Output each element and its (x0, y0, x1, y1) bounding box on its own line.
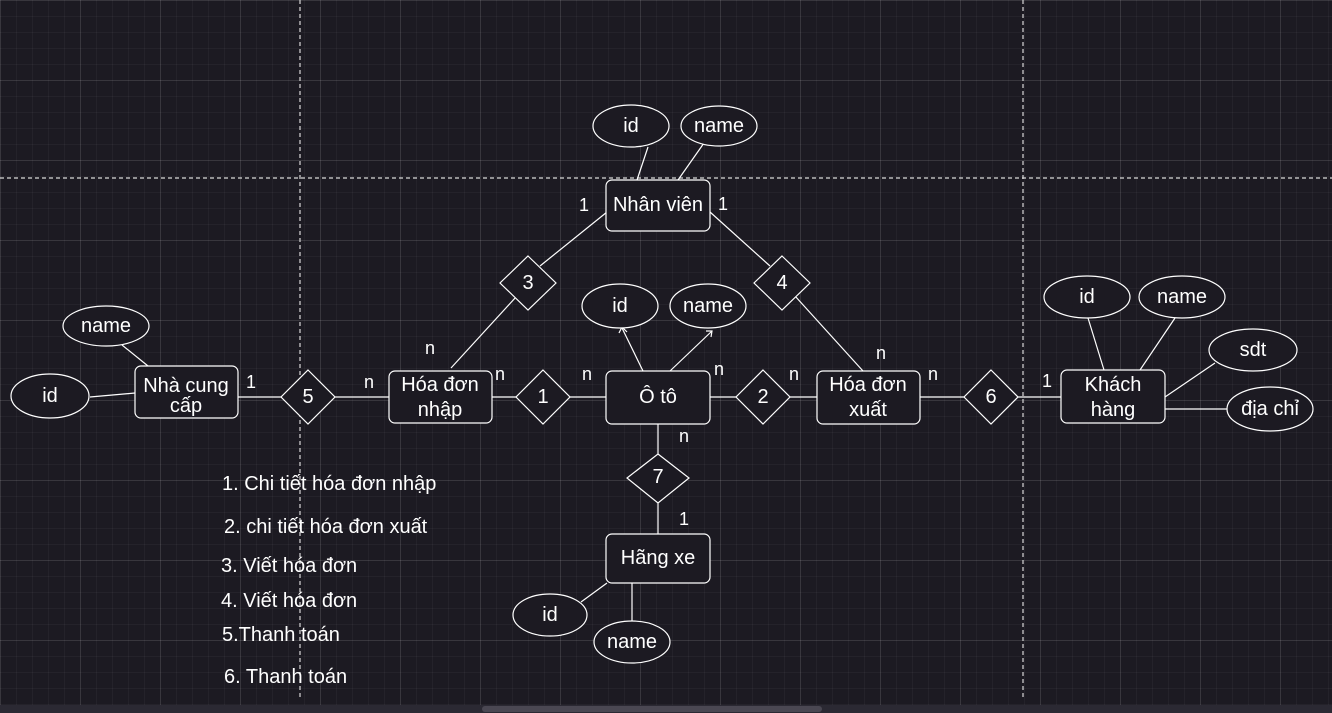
edge-khachhang-name (1139, 317, 1176, 371)
relationship-1-label: 1 (537, 386, 548, 408)
cardinality-label: n (495, 364, 505, 384)
cardinality-label: n (679, 426, 689, 446)
cardinality-label: n (364, 372, 374, 392)
edge-nhanvien-name (677, 142, 705, 181)
attr-khach-hang-name[interactable]: name (1138, 275, 1226, 319)
attr-khach-hang-dia-chi[interactable]: địa chỉ (1226, 386, 1314, 432)
legend: 1. Chi tiết hóa đơn nhập 2. chi tiết hóa… (221, 473, 436, 688)
relationship-2-label: 2 (757, 386, 768, 408)
entity-khach-hang-label-line1: Khách (1085, 374, 1142, 396)
attr-khach-hang-id[interactable]: id (1043, 275, 1131, 319)
attr-hang-xe-id-label: id (542, 604, 558, 626)
relationship-7[interactable]: 7 (626, 453, 690, 504)
attr-nha-cung-cap-id[interactable]: id (10, 373, 90, 419)
attr-khach-hang-dia-chi-label: địa chỉ (1241, 398, 1299, 420)
relationship-4[interactable]: 4 (753, 255, 811, 311)
relationship-5[interactable]: 5 (280, 369, 336, 425)
attr-o-to-name-label: name (683, 295, 733, 317)
cardinality-label: 1 (718, 194, 728, 214)
edge-khachhang-id (1087, 317, 1105, 371)
attr-hang-xe-name-label: name (607, 631, 657, 653)
attr-nha-cung-cap-name-label: name (81, 315, 131, 337)
attr-hang-xe-name[interactable]: name (593, 620, 671, 664)
relationship-2[interactable]: 2 (735, 369, 791, 425)
attr-nha-cung-cap-name[interactable]: name (62, 305, 150, 347)
attr-khach-hang-id-label: id (1079, 286, 1095, 308)
relationship-7-label: 7 (652, 466, 663, 488)
relationship-6-label: 6 (985, 386, 996, 408)
attr-nhan-vien-id[interactable]: id (592, 104, 670, 148)
entity-hoa-don-nhap[interactable]: Hóa đơn nhập (388, 370, 493, 424)
attr-o-to-name[interactable]: name (669, 283, 747, 329)
attr-khach-hang-sdt[interactable]: sdt (1208, 328, 1298, 372)
edge-hangxe-id (580, 582, 608, 603)
edge-khachhang-sdt (1164, 362, 1216, 398)
entity-nha-cung-cap[interactable]: Nhà cung cấp (134, 365, 239, 419)
attr-nhan-vien-id-label: id (623, 115, 639, 137)
entity-hoa-don-xuat-label-line1: Hóa đơn (829, 374, 907, 396)
legend-item: 6. Thanh toán (224, 666, 347, 688)
attr-nhan-vien-name[interactable]: name (680, 105, 758, 147)
entity-hoa-don-nhap-label-line2: nhập (418, 399, 463, 421)
entity-hang-xe[interactable]: Hãng xe (605, 533, 711, 584)
relationship-1[interactable]: 1 (515, 369, 571, 425)
cardinality-label: 1 (579, 195, 589, 215)
horizontal-scrollbar[interactable] (0, 705, 1332, 713)
edge-ncc-id (89, 392, 136, 398)
attr-nhan-vien-name-label: name (694, 115, 744, 137)
attr-o-to-id[interactable]: id (581, 283, 659, 329)
cardinality-label: n (714, 359, 724, 379)
edge-r4-hoadonxuat (794, 295, 864, 372)
entity-hoa-don-xuat[interactable]: Hóa đơn xuất (816, 370, 921, 425)
cardinality-label: n (582, 364, 592, 384)
entity-nha-cung-cap-label-line2: cấp (170, 395, 202, 417)
legend-item: 5.Thanh toán (222, 624, 340, 646)
edges (89, 142, 1229, 627)
edge-oto-name-arrowhead (706, 330, 713, 338)
cardinality-label: 1 (246, 372, 256, 392)
entity-khach-hang[interactable]: Khách hàng (1060, 369, 1166, 424)
cardinalities: 1 1 n n 1 n n n n n n 1 n 1 (246, 194, 1052, 529)
entity-khach-hang-label-line2: hàng (1091, 399, 1136, 421)
attr-khach-hang-name-label: name (1157, 286, 1207, 308)
cardinality-label: n (876, 343, 886, 363)
edge-nhanvien-r3 (539, 211, 608, 267)
attr-o-to-id-label: id (612, 295, 628, 317)
legend-item: 2. chi tiết hóa đơn xuất (224, 516, 428, 538)
relationship-3-label: 3 (522, 272, 533, 294)
edge-r3-hoadonnhap (450, 296, 517, 369)
legend-item: 3. Viết hóa đơn (221, 555, 357, 577)
relationship-5-label: 5 (302, 386, 313, 408)
relationship-6[interactable]: 6 (963, 369, 1019, 425)
relationship-3[interactable]: 3 (499, 255, 557, 311)
entity-o-to-label: Ô tô (639, 385, 677, 408)
cardinality-label: n (789, 364, 799, 384)
entity-o-to[interactable]: Ô tô (605, 370, 711, 425)
cardinality-label: 1 (1042, 371, 1052, 391)
entity-hoa-don-nhap-label-line1: Hóa đơn (401, 374, 479, 396)
entity-hang-xe-label: Hãng xe (621, 547, 696, 569)
cardinality-label: n (425, 338, 435, 358)
legend-item: 1. Chi tiết hóa đơn nhập (222, 473, 436, 495)
edge-nhanvien-r4 (709, 211, 771, 267)
edge-ncc-name (121, 344, 149, 367)
edge-oto-id (621, 327, 644, 372)
scrollbar-thumb[interactable] (482, 706, 822, 712)
attr-nha-cung-cap-id-label: id (42, 385, 58, 407)
relationship-4-label: 4 (776, 272, 787, 294)
entity-nhan-vien[interactable]: Nhân viên (605, 179, 711, 232)
entity-nhan-vien-label: Nhân viên (613, 194, 703, 216)
cardinality-label: 1 (679, 509, 689, 529)
entity-nha-cung-cap-label-line1: Nhà cung (143, 375, 229, 397)
attr-khach-hang-sdt-label: sdt (1240, 339, 1267, 361)
attr-hang-xe-id[interactable]: id (512, 593, 588, 637)
entity-hoa-don-xuat-label-line2: xuất (849, 399, 887, 421)
edge-nhanvien-id (636, 146, 649, 181)
edge-oto-name (669, 330, 713, 372)
legend-item: 4. Viết hóa đơn (221, 590, 357, 612)
cardinality-label: n (928, 364, 938, 384)
